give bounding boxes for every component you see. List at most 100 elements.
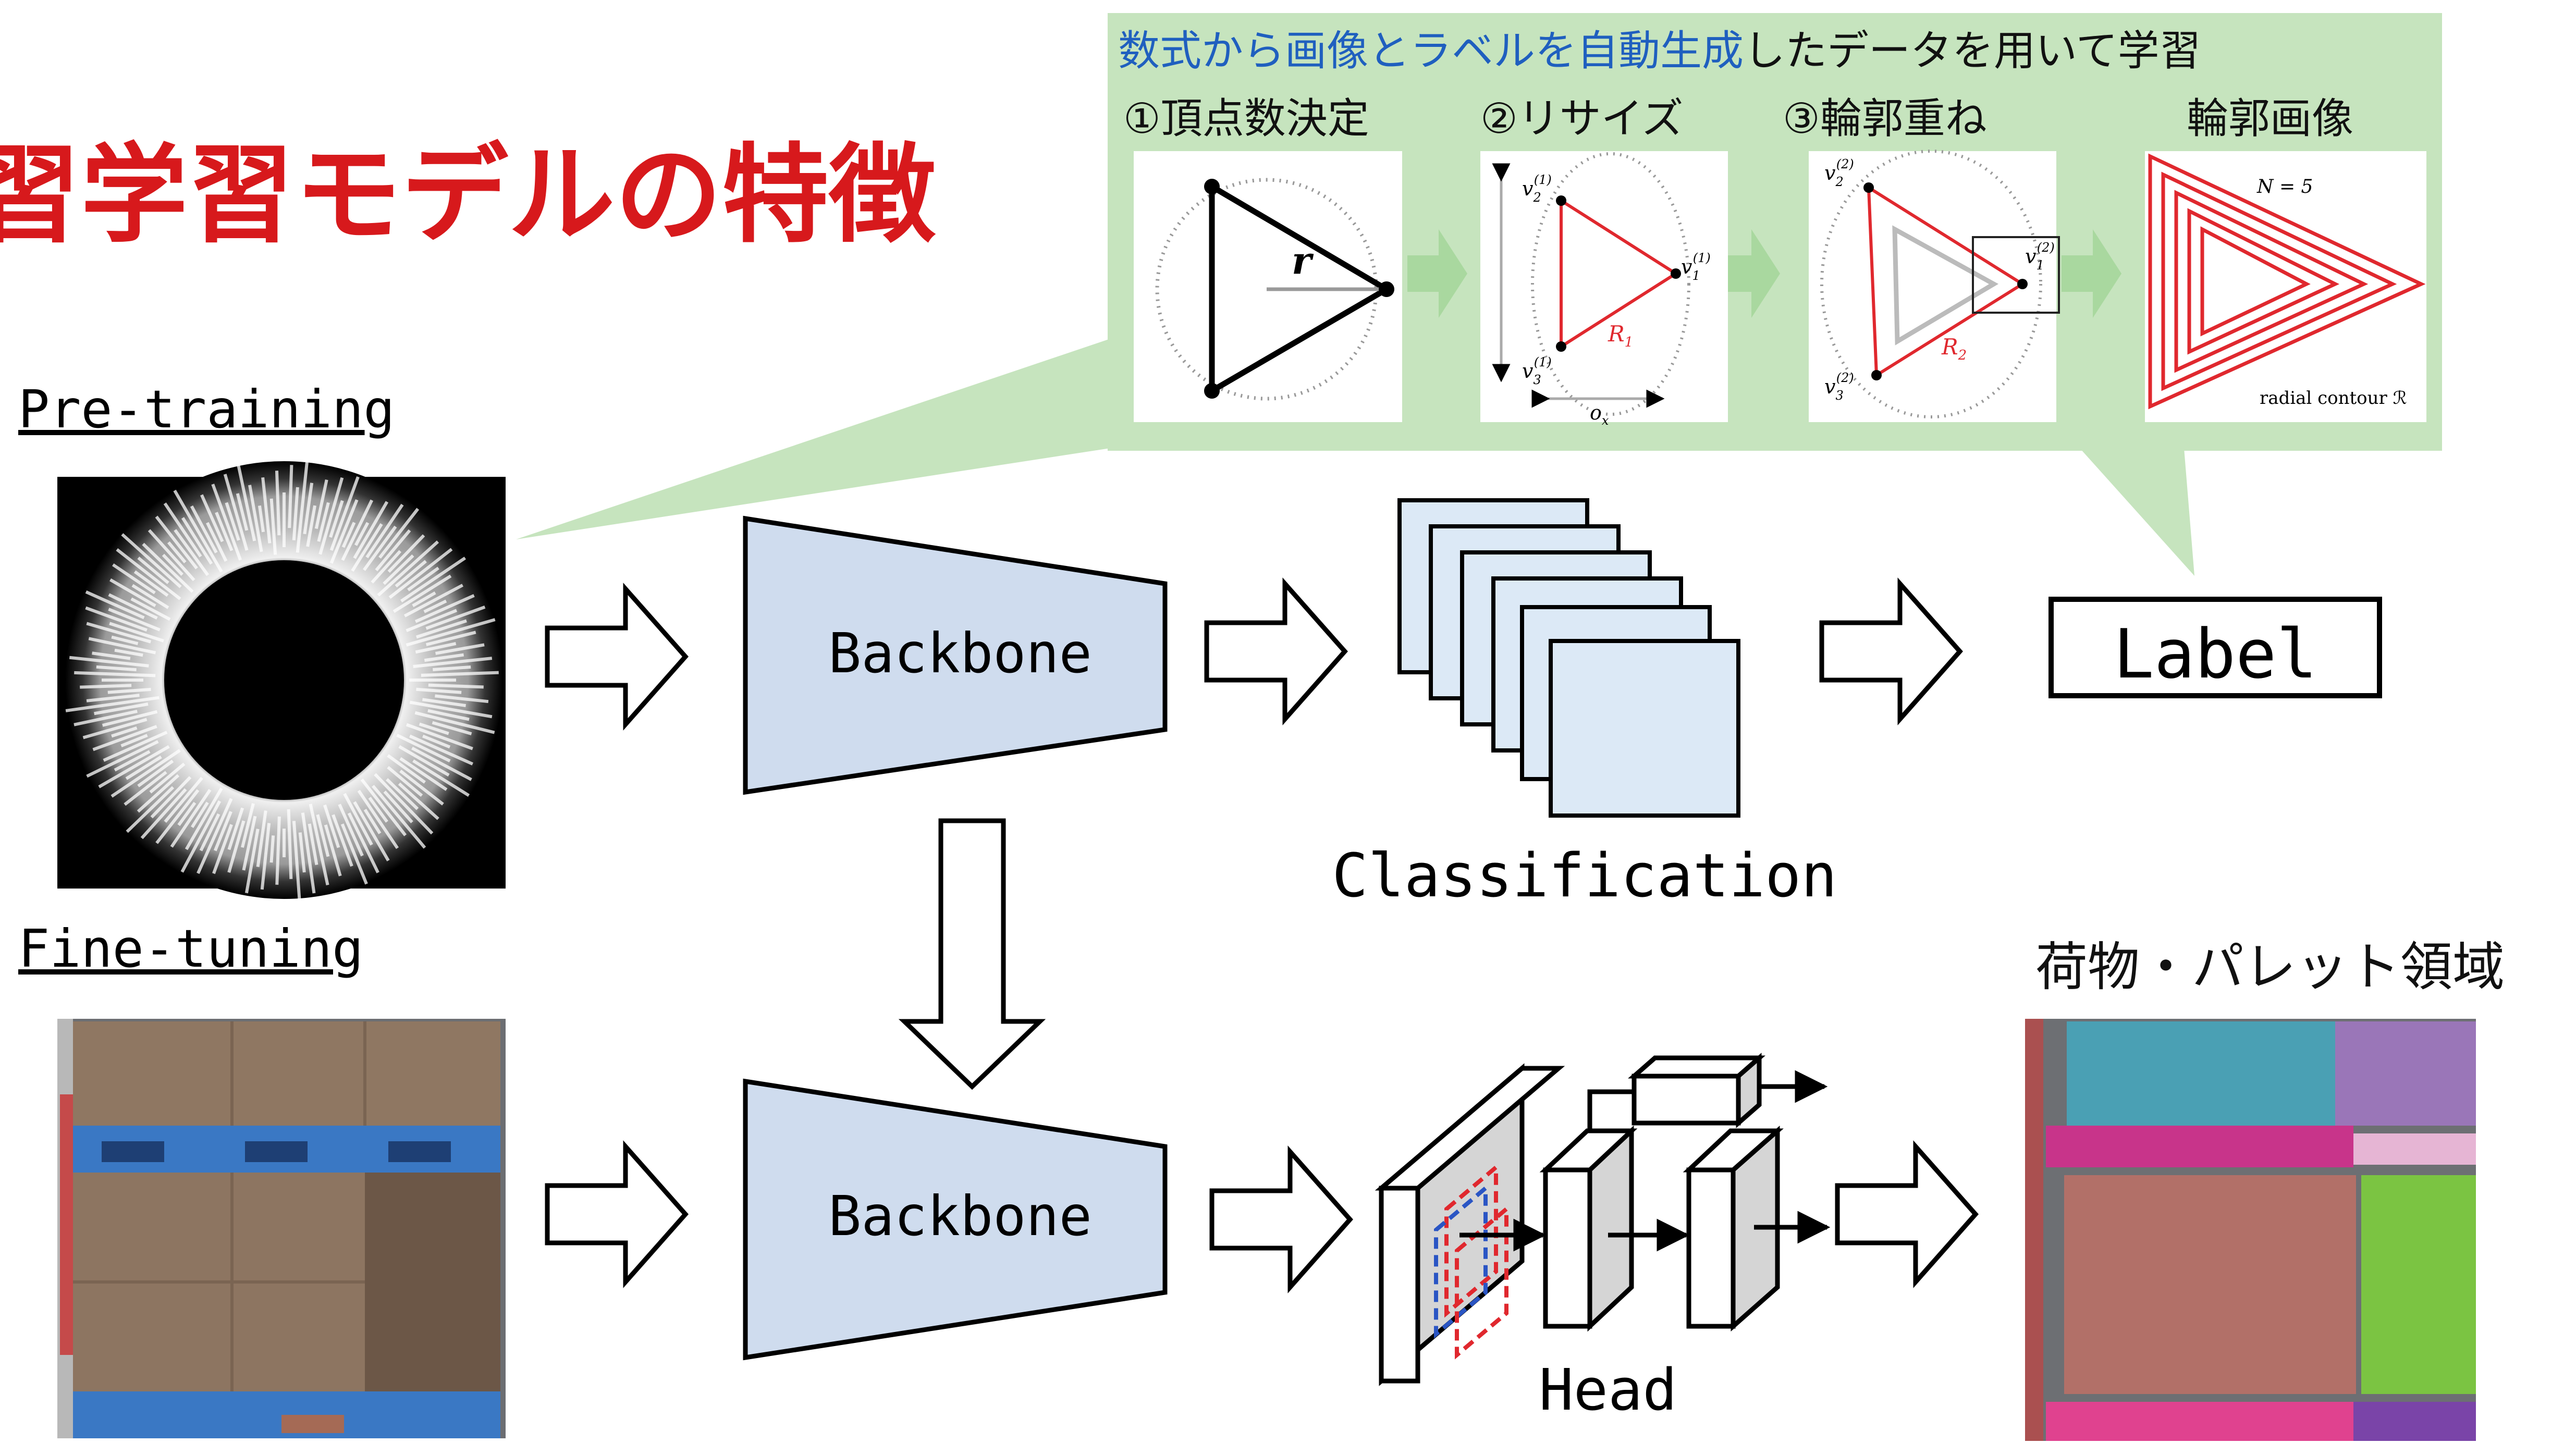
ring-texture-stroke bbox=[296, 460, 309, 553]
ring-texture-stroke bbox=[353, 801, 390, 861]
ring-texture-stroke bbox=[261, 477, 272, 544]
ring-texture-stroke bbox=[409, 734, 473, 766]
ring-texture-stroke bbox=[260, 823, 271, 890]
ring-texture-stroke bbox=[375, 529, 411, 572]
ring-texture-stroke bbox=[103, 731, 168, 762]
panel-vertex-count: r bbox=[1134, 151, 1402, 422]
ring-texture-stroke bbox=[114, 648, 143, 657]
step-arrow-icon bbox=[2062, 229, 2121, 318]
ring-texture-stroke bbox=[269, 498, 277, 555]
ring-texture-stroke bbox=[190, 801, 209, 828]
ring-texture-stroke bbox=[86, 622, 152, 644]
ring-texture-stroke bbox=[347, 812, 379, 873]
down-arrow-icon bbox=[898, 818, 1046, 1090]
ring-texture-stroke bbox=[96, 665, 137, 672]
ring-texture-stroke bbox=[318, 477, 344, 555]
right-arrow-icon bbox=[1819, 577, 1964, 725]
ring-texture-stroke bbox=[88, 637, 156, 655]
head-label: Head bbox=[1539, 1356, 1677, 1423]
ring-texture-stroke bbox=[133, 570, 169, 597]
ring-texture-stroke bbox=[414, 594, 475, 623]
ring-texture-stroke bbox=[338, 804, 364, 857]
ring-texture-stroke bbox=[248, 485, 263, 552]
ring-texture-stroke bbox=[423, 599, 447, 613]
ring-texture-stroke bbox=[301, 812, 316, 894]
step-1-label: ①頂点数決定 bbox=[1123, 94, 1369, 143]
ring-texture-stroke bbox=[131, 584, 169, 609]
step-2-label: ②リサイズ bbox=[1480, 94, 1683, 143]
ring-texture-stroke bbox=[107, 687, 151, 694]
classification-feature-stack: Classification bbox=[1332, 498, 1837, 911]
ring-texture-stroke bbox=[314, 479, 328, 529]
ring-texture-stroke bbox=[421, 671, 499, 677]
ring-texture-stroke bbox=[237, 464, 256, 541]
ring-texture-stroke bbox=[403, 584, 463, 618]
callout-box: 数式から画像とラベルを自動生成したデータを用いて学習 ①頂点数決定 ②リサイズ … bbox=[516, 13, 2442, 576]
ring-texture-stroke bbox=[306, 505, 316, 547]
ring-texture-stroke bbox=[343, 793, 373, 846]
ring-texture-stroke bbox=[409, 700, 493, 719]
ring-texture-stroke bbox=[199, 813, 220, 852]
callout-heading-rest: したデータを用いて学習 bbox=[1744, 27, 2201, 75]
ring-texture-stroke bbox=[212, 824, 233, 874]
ring-texture-stroke bbox=[298, 832, 306, 873]
ring-texture-stroke bbox=[329, 499, 359, 564]
ring-texture-stroke bbox=[372, 785, 426, 849]
classification-label: Classification bbox=[1332, 841, 1837, 911]
ring-texture-stroke bbox=[269, 835, 275, 863]
callout-heading: 数式から画像とラベルを自動生成したデータを用いて学習 bbox=[1118, 27, 2201, 75]
ring-texture-stroke bbox=[65, 696, 160, 712]
ring-texture-stroke bbox=[383, 554, 414, 585]
ring-texture-stroke bbox=[167, 541, 187, 563]
right-arrow-icon bbox=[1204, 577, 1348, 725]
ring-texture-stroke bbox=[256, 810, 267, 867]
ring-texture-stroke bbox=[227, 807, 244, 850]
ring-texture-stroke bbox=[111, 726, 138, 738]
ring-texture-stroke bbox=[82, 718, 148, 739]
ring-texture-stroke bbox=[412, 759, 470, 797]
ring-texture-stroke bbox=[422, 734, 451, 749]
callout-pointer-left bbox=[516, 339, 1110, 539]
ring-texture-stroke bbox=[130, 597, 171, 621]
ring-texture-stroke bbox=[86, 740, 159, 778]
ring-texture-stroke bbox=[137, 557, 169, 584]
ring-texture-stroke bbox=[388, 548, 453, 599]
ring-texture-stroke bbox=[371, 550, 402, 584]
page-title: 習学習モデルの特徴 bbox=[0, 133, 936, 257]
ring-texture-stroke bbox=[351, 523, 383, 572]
svg-text:v1(1): v1(1) bbox=[1681, 251, 1711, 283]
ring-texture-stroke bbox=[125, 755, 162, 780]
ring-texture-stroke bbox=[400, 557, 467, 602]
ring-texture-stroke bbox=[363, 808, 382, 834]
fractal-ring-image bbox=[57, 460, 506, 901]
ring-texture-stroke bbox=[121, 533, 182, 588]
ring-texture-stroke bbox=[292, 487, 299, 540]
ring-texture-stroke bbox=[415, 642, 457, 654]
ring-texture-stroke bbox=[111, 635, 139, 645]
ring-texture-stroke bbox=[416, 619, 467, 639]
svg-text:R2: R2 bbox=[1941, 334, 1967, 363]
ring-texture-stroke bbox=[215, 512, 234, 551]
detection-head: Head bbox=[1375, 1053, 1831, 1423]
ring-texture-stroke bbox=[396, 733, 451, 762]
ring-texture-stroke bbox=[353, 501, 389, 559]
backbone-bottom-label: Backbone bbox=[828, 1185, 1092, 1248]
ring-texture-stroke bbox=[360, 778, 407, 836]
ring-texture-stroke bbox=[163, 502, 202, 558]
ring-texture-stroke bbox=[92, 651, 131, 660]
ring-texture-stroke bbox=[399, 769, 444, 806]
ring-texture-stroke bbox=[74, 671, 156, 677]
ring-texture-stroke bbox=[244, 829, 260, 894]
ring-texture-stroke bbox=[108, 608, 161, 632]
ring-texture-stroke bbox=[200, 494, 224, 542]
backbone-bottom: Backbone bbox=[743, 1078, 1168, 1361]
ring-texture-stroke bbox=[211, 484, 242, 561]
radial-contour-caption: radial contour ℛ bbox=[2260, 388, 2407, 409]
ring-texture-stroke bbox=[329, 500, 344, 538]
ring-texture-stroke bbox=[341, 499, 374, 561]
ring-texture-stroke bbox=[69, 656, 149, 668]
svg-text:R1: R1 bbox=[1608, 321, 1633, 350]
ring-texture-stroke bbox=[85, 590, 145, 620]
svg-text:v1(2): v1(2) bbox=[2025, 240, 2055, 273]
ring-texture-stroke bbox=[124, 771, 167, 806]
